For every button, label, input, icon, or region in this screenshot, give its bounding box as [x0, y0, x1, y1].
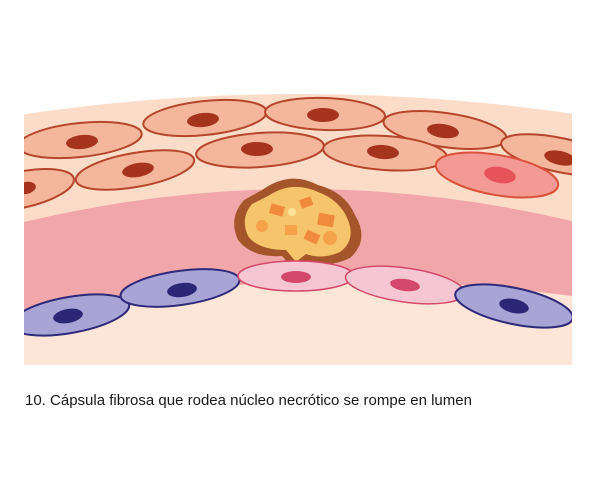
endothelial-nuclei	[53, 271, 529, 324]
smooth-muscle-nuclei	[24, 108, 572, 195]
necrotic-debris	[256, 196, 337, 245]
figure-caption: 10. Cápsula fibrosa que rodea núcleo nec…	[25, 392, 472, 409]
atherosclerotic-plaque-rupture-illustration	[24, 94, 572, 365]
inflamed-cell-nucleus	[484, 166, 516, 184]
smooth-muscle-cell	[24, 168, 75, 212]
